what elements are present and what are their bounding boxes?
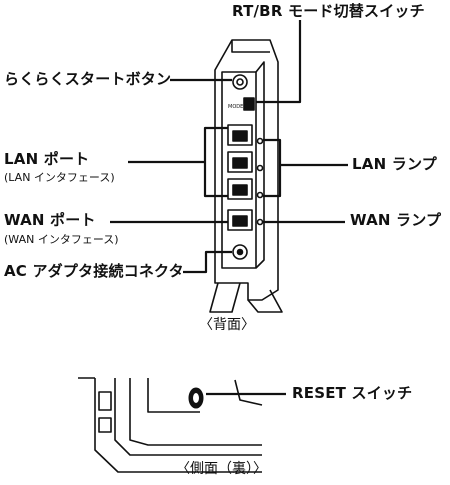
- router-side-view: [78, 377, 286, 473]
- side-view-caption: 〈側面（裏）〉: [176, 461, 267, 477]
- svg-text:MODE: MODE: [228, 104, 243, 110]
- reset-switch-label: RESET スイッチ: [292, 384, 413, 402]
- router-back-view: MODE: [209, 39, 283, 313]
- wan-lamp-label: WAN ランプ: [350, 211, 442, 229]
- back-view-caption: 〈背面〉: [199, 317, 255, 333]
- lan-port-sublabel: (LAN インタフェース): [4, 171, 115, 184]
- lan-port-label: LAN ポート: [4, 150, 90, 168]
- leader-lines: [110, 20, 348, 274]
- lan-lamp-label: LAN ランプ: [352, 155, 437, 173]
- wan-port-sublabel: (WAN インタフェース): [4, 233, 119, 246]
- wan-port-label: WAN ポート: [4, 211, 96, 229]
- start-button-label: らくらくスタートボタン: [4, 70, 172, 88]
- ac-connector-label: AC アダプタ接続コネクタ: [4, 262, 184, 280]
- mode-switch-label: RT/BR モード切替スイッチ: [232, 2, 425, 20]
